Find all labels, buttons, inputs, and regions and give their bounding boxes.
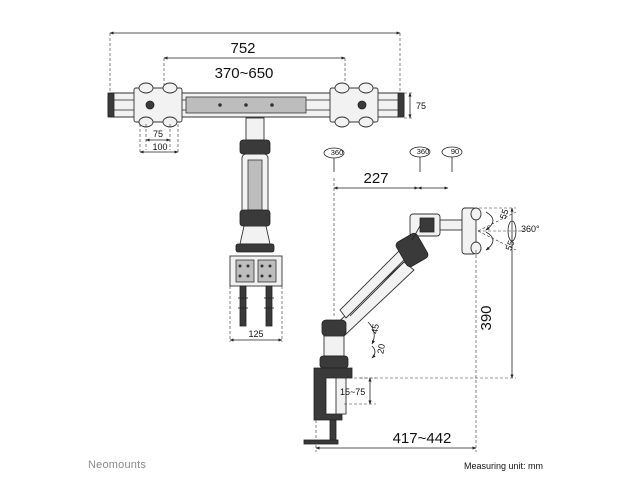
swivel-icon-base: 360 <box>323 147 345 172</box>
arm-tilt-label: 45 <box>369 323 381 335</box>
vesa-dimensions: 75 100 <box>139 124 179 154</box>
clamp-width-label: 125 <box>248 329 263 339</box>
tilt-down-label: 55 <box>504 239 517 252</box>
swivel-icon-head: 90 <box>441 146 463 172</box>
rotation-label: 360° <box>521 224 540 234</box>
measuring-unit-note: Measuring unit: mm <box>464 461 544 471</box>
arm-height-dimension: 390 <box>360 207 516 379</box>
side-pole <box>319 319 349 369</box>
arm-range-dimension: 370~650 <box>163 56 346 90</box>
arm-reach-label: 227 <box>363 170 388 187</box>
side-clamp <box>303 367 353 445</box>
arm-range-label: 370~650 <box>215 65 274 82</box>
arm-tilt-indicators: 45 20 <box>367 321 387 359</box>
swivel-head-label: 90 <box>451 147 459 156</box>
swivel-joint-label: 360 <box>417 147 430 156</box>
arm-height-label: 390 <box>478 305 495 330</box>
bar-height-label: 75 <box>416 101 426 111</box>
base-reach-label: 417~442 <box>393 430 452 447</box>
desk-thickness-label: 15~75 <box>340 387 365 397</box>
total-width-label: 752 <box>230 40 255 57</box>
left-vesa-plate <box>133 82 183 128</box>
gas-spring-arm <box>333 225 429 337</box>
front-clamp <box>229 255 283 327</box>
bar-height-dimension: 75 <box>404 92 426 119</box>
total-width-dimension: 752 <box>109 31 401 92</box>
front-pole <box>235 117 275 253</box>
vesa-small-label: 75 <box>153 129 163 139</box>
swivel-icon-joint: 360 <box>409 146 431 172</box>
right-vesa-plate <box>329 82 379 128</box>
clamp-width-dimension: 125 <box>229 286 283 342</box>
vesa-large-label: 100 <box>152 142 167 152</box>
swivel-base-label: 360 <box>331 148 344 157</box>
tilt-up-label: 55 <box>498 208 511 221</box>
base-reach-dimension: 417~442 <box>315 250 477 452</box>
brand-logo: Neomounts <box>88 459 147 471</box>
tilt-indicators: 55 55 360° <box>477 208 540 252</box>
arm-reach-dimension: 227 <box>333 170 449 190</box>
arm-lower-label: 20 <box>375 343 387 355</box>
